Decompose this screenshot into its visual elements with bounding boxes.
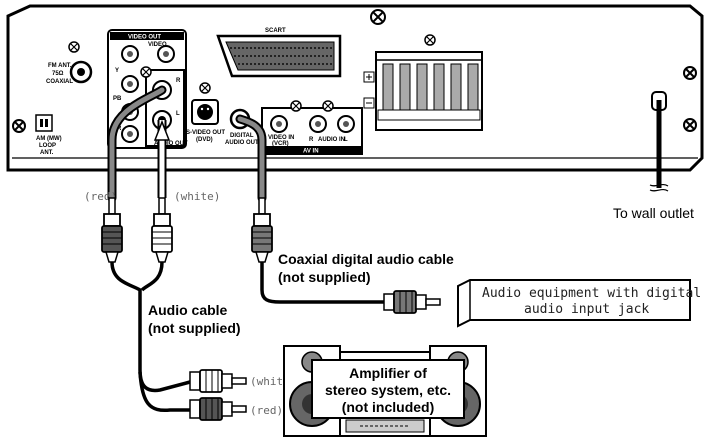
svideo-jack[interactable] — [191, 99, 219, 125]
rca-plug-white — [151, 197, 173, 263]
svideo-label: S-VIDEO OUT — [186, 130, 225, 136]
av-in-label: AV IN — [303, 149, 319, 155]
video-jack[interactable] — [121, 45, 139, 63]
audio-in-l-label: L — [344, 137, 348, 143]
audio-cable-label: Audio cable — [148, 302, 228, 318]
audio-l-label: L — [176, 111, 180, 117]
audio-in-r-jack[interactable] — [309, 115, 327, 133]
fm-label: 75Ω — [52, 71, 64, 77]
audio-equipment-box — [457, 279, 691, 328]
audio-out-label: AUDIO OUT — [154, 141, 188, 147]
video-jack[interactable] — [157, 45, 175, 63]
amplifier-label: stereo system, etc. — [325, 382, 451, 398]
power-cord — [649, 91, 669, 192]
y-label: Y — [115, 68, 119, 74]
video-label: VIDEO — [148, 42, 167, 48]
white-label-top: (white) — [174, 190, 220, 203]
fm-label: COAXIAL — [46, 79, 73, 85]
rear-panel: FM ANT. 75Ω COAXIAL AM (MW) LOOP ANT. VI… — [6, 4, 704, 172]
audio-cable-red — [107, 85, 167, 203]
component-y-jack[interactable] — [121, 75, 139, 93]
video-in-label: (VCR) — [272, 141, 289, 147]
fm-label: FM ANT. — [48, 63, 72, 69]
am-label: ANT. — [40, 150, 54, 156]
pb-label: PB — [113, 96, 122, 102]
amplifier-label: Amplifier of — [349, 365, 427, 381]
svideo-label: (DVD) — [196, 137, 213, 143]
screw-icon — [370, 9, 386, 25]
am-antenna-terminal[interactable] — [35, 114, 53, 132]
audio-cable-line — [138, 371, 190, 413]
audio-cable-label: (not supplied) — [148, 320, 241, 336]
audio-in-r-label: R — [309, 137, 314, 143]
screw-icon — [290, 100, 302, 112]
minus-icon — [363, 97, 375, 109]
audio-cable-white — [153, 119, 171, 198]
screw-icon — [12, 119, 26, 133]
component-pr-jack[interactable] — [121, 125, 139, 143]
am-label: LOOP — [39, 143, 56, 149]
screw-icon — [683, 66, 697, 80]
audio-in-l-jack[interactable] — [337, 115, 355, 133]
rca-plug-red-bottom — [189, 397, 247, 421]
equipment-label: Audio equipment with digital — [482, 286, 701, 301]
coax-cable-label: (not supplied) — [278, 269, 371, 285]
screw-icon — [683, 118, 697, 132]
rca-plug-red — [101, 197, 123, 263]
coax-cable-label: Coaxial digital audio cable — [278, 251, 454, 267]
amplifier-label: (not included) — [342, 399, 435, 415]
plus-icon — [363, 71, 375, 83]
screw-icon — [322, 100, 334, 112]
scart-connector[interactable] — [216, 34, 342, 78]
digital-label: AUDIO OUT — [225, 140, 259, 146]
audio-r-label: R — [176, 78, 181, 84]
equipment-label: audio input jack — [524, 302, 649, 317]
audio-in-label: AUDIO IN — [318, 137, 345, 143]
rca-plug-white-bottom — [189, 369, 247, 393]
am-label: AM (MW) — [36, 136, 62, 142]
screw-icon — [424, 34, 436, 46]
scart-label: SCART — [265, 28, 286, 34]
audio-cable-line — [140, 261, 164, 292]
wall-outlet-label: To wall outlet — [613, 205, 694, 221]
screw-icon — [199, 82, 211, 94]
coaxial-cable — [235, 114, 441, 314]
digital-label: DIGITAL — [230, 133, 254, 139]
video-in-jack[interactable] — [270, 115, 288, 133]
screw-icon — [140, 66, 152, 78]
video-in-label: VIDEO IN — [268, 135, 294, 141]
fm-antenna-jack[interactable] — [68, 41, 93, 84]
red-label-bottom: (red) — [250, 404, 283, 417]
speaker-terminals[interactable] — [375, 51, 483, 131]
audio-cable-line — [138, 369, 191, 393]
amplifier-label-box — [311, 359, 465, 419]
audio-cable-line — [110, 261, 142, 370]
video-out-header: VIDEO OUT — [128, 35, 161, 41]
